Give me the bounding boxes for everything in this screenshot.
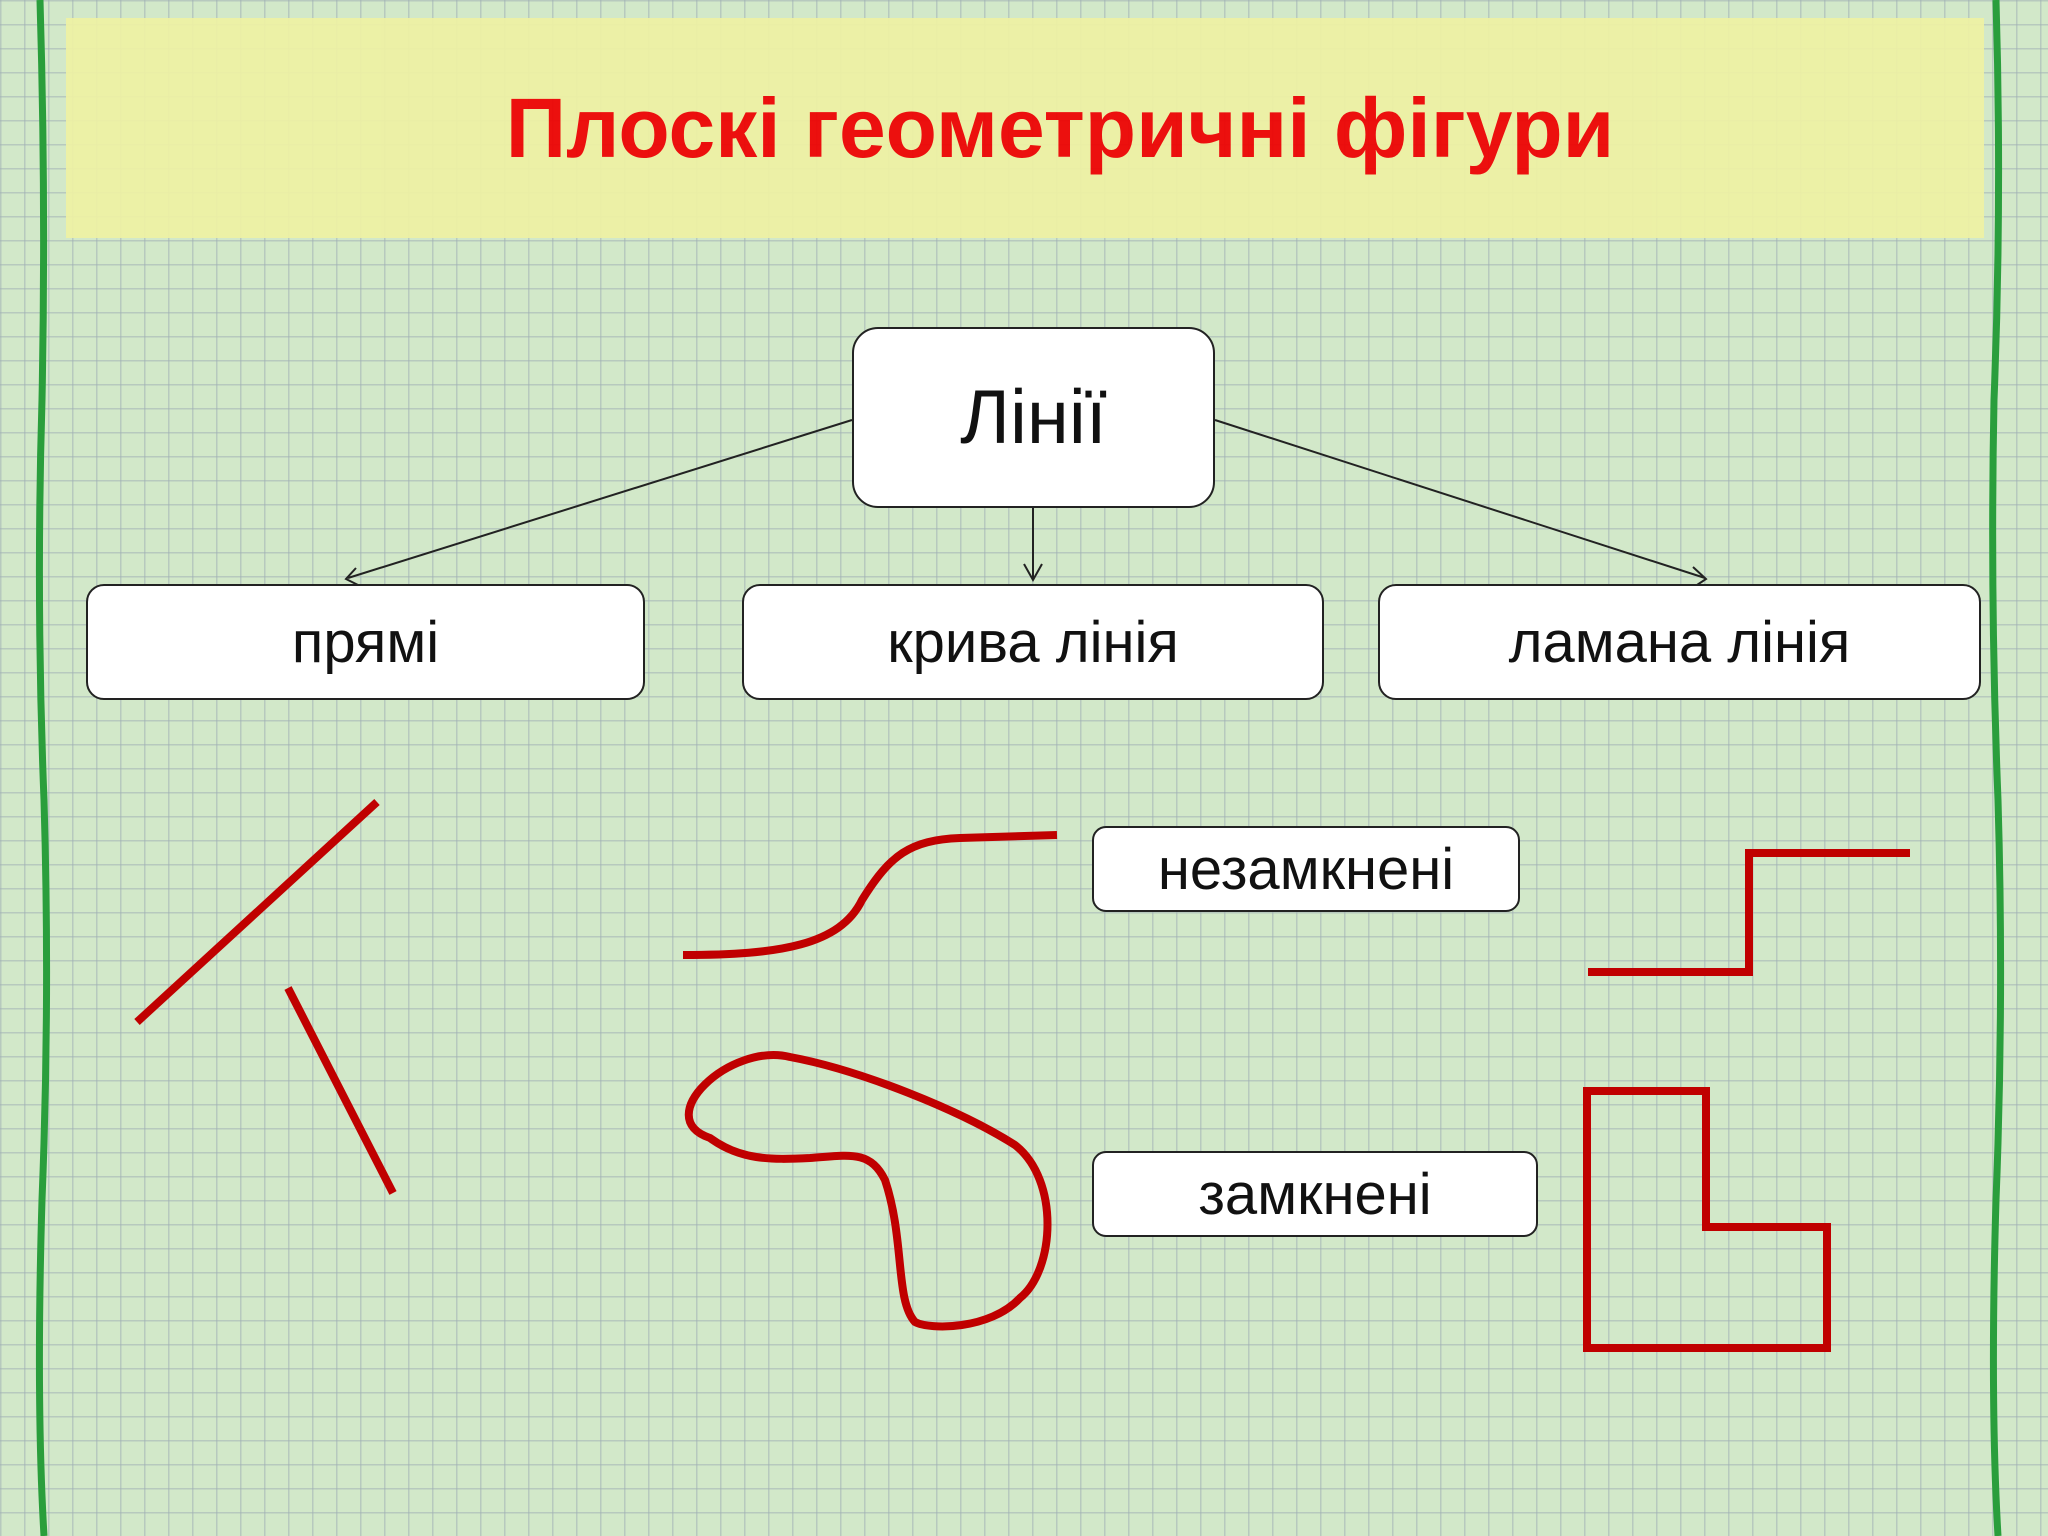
closed-curve <box>684 1051 1052 1331</box>
label-closed: замкнені <box>1092 1151 1538 1237</box>
label-open: незамкнені <box>1092 826 1520 912</box>
category-broken-line: ламана лінія <box>1378 584 1981 700</box>
straight-line-2 <box>284 986 397 1195</box>
page-title: Плоскі геометричні фігури <box>505 80 1615 175</box>
open-curve <box>682 831 1058 959</box>
left-border <box>35 0 51 1536</box>
right-border <box>1989 0 2005 1536</box>
arrow-to-straight <box>347 419 853 579</box>
arrowhead-straight <box>344 567 359 586</box>
root-node-lines: Лінії <box>852 327 1215 508</box>
arrowhead-curve <box>1023 563 1043 583</box>
open-broken-line <box>1588 849 1910 976</box>
category-straight-lines: прямі <box>86 584 645 700</box>
category-curved-line: крива лінія <box>742 584 1324 700</box>
arrow-to-broken <box>1214 419 1706 579</box>
straight-line-1 <box>134 799 380 1025</box>
closed-broken-line <box>1583 1087 1831 1352</box>
title-band: Плоскі геометричні фігури <box>66 18 1984 238</box>
